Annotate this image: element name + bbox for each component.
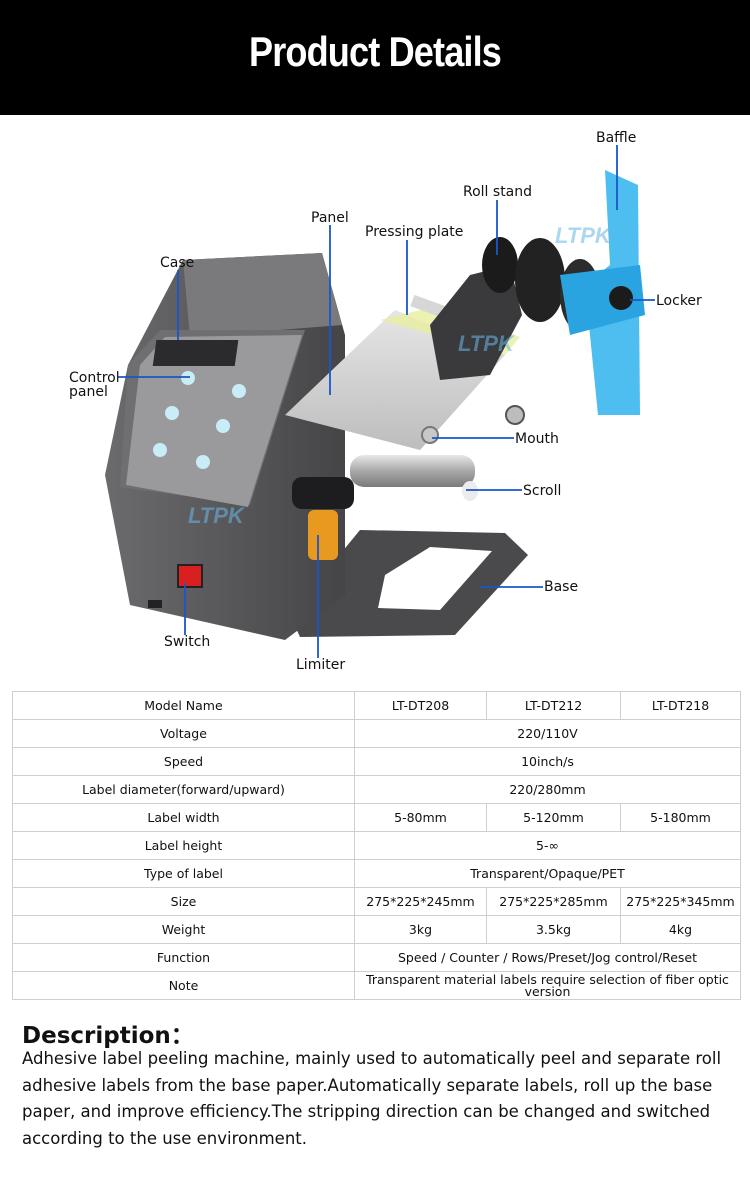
callout-panel: Panel bbox=[311, 210, 349, 226]
callout-base: Base bbox=[544, 579, 579, 595]
table-row: Size 275*225*245mm 275*225*285mm 275*225… bbox=[12, 887, 741, 916]
row-label: Note bbox=[12, 971, 355, 1000]
row-label: Label diameter(forward/upward) bbox=[12, 775, 355, 804]
header-banner: Product Details bbox=[0, 0, 750, 115]
panel-button bbox=[153, 443, 167, 457]
table-cell: 3kg bbox=[354, 915, 487, 944]
table-cell: 275*225*245mm bbox=[354, 887, 487, 916]
table-cell: 220/280mm bbox=[354, 775, 741, 804]
panel-button bbox=[165, 406, 179, 420]
power-switch bbox=[177, 564, 203, 588]
table-cell: 3.5kg bbox=[486, 915, 621, 944]
row-label: Label height bbox=[12, 831, 355, 860]
table-cell: 4kg bbox=[620, 915, 741, 944]
locker-knob bbox=[609, 286, 633, 310]
callout-baffle: Baffle bbox=[596, 130, 637, 146]
row-label: Weight bbox=[12, 915, 355, 944]
table-row: Model Name LT-DT208 LT-DT212 LT-DT218 bbox=[12, 691, 741, 720]
row-label: Label width bbox=[12, 803, 355, 832]
table-row: Voltage 220/110V bbox=[12, 719, 741, 748]
machine-case bbox=[105, 253, 345, 640]
panel-button bbox=[232, 384, 246, 398]
product-photo: LTPK LTPK LTPK bbox=[105, 145, 655, 658]
panel-button bbox=[181, 371, 195, 385]
callout-mouth: Mouth bbox=[515, 431, 559, 447]
table-row: Function Speed / Counter / Rows/Preset/J… bbox=[12, 943, 741, 972]
panel-button bbox=[196, 455, 210, 469]
control-panel bbox=[126, 335, 302, 507]
scroll-rod bbox=[350, 455, 478, 501]
description-body: Adhesive label peeling machine, mainly u… bbox=[22, 1049, 722, 1148]
table-row: Label diameter(forward/upward) 220/280mm bbox=[12, 775, 741, 804]
watermark: LTPK bbox=[458, 331, 516, 356]
table-cell: Transparent material labels require sele… bbox=[354, 971, 741, 1000]
callout-case: Case bbox=[160, 255, 195, 271]
page-title: Product Details bbox=[248, 28, 502, 75]
description-heading: Description： bbox=[22, 1023, 194, 1049]
row-label: Function bbox=[12, 943, 355, 972]
table-cell: 220/110V bbox=[354, 719, 741, 748]
callout-locker: Locker bbox=[656, 293, 702, 309]
table-row: Type of label Transparent/Opaque/PET bbox=[12, 859, 741, 888]
callout-roll-stand: Roll stand bbox=[463, 184, 533, 200]
table-row: Speed 10inch/s bbox=[12, 747, 741, 776]
table-row: Weight 3kg 3.5kg 4kg bbox=[12, 915, 741, 944]
row-label: Voltage bbox=[12, 719, 355, 748]
table-cell: 275*225*345mm bbox=[620, 887, 741, 916]
display-screen bbox=[152, 340, 239, 366]
table-cell: 5-∞ bbox=[354, 831, 741, 860]
spec-table: Model Name LT-DT208 LT-DT212 LT-DT218 Vo… bbox=[12, 691, 741, 1000]
callout-limiter: Limiter bbox=[296, 657, 346, 673]
callout-control-panel-line2: panel bbox=[69, 384, 108, 400]
callout-control-panel: Control bbox=[69, 370, 120, 386]
table-cell: Transparent/Opaque/PET bbox=[354, 859, 741, 888]
table-cell: Speed / Counter / Rows/Preset/Jog contro… bbox=[354, 943, 741, 972]
machine-base bbox=[290, 530, 528, 637]
table-cell: LT-DT212 bbox=[486, 691, 621, 720]
row-label: Speed bbox=[12, 747, 355, 776]
row-label: Model Name bbox=[12, 691, 355, 720]
table-cell: LT-DT208 bbox=[354, 691, 487, 720]
baffle bbox=[560, 170, 645, 415]
panel-button bbox=[216, 419, 230, 433]
watermark: LTPK bbox=[555, 223, 613, 248]
watermark: LTPK bbox=[188, 503, 246, 528]
callout-switch: Switch bbox=[164, 634, 211, 650]
table-cell: 5-180mm bbox=[620, 803, 741, 832]
limiter-sensor bbox=[292, 477, 354, 560]
callout-scroll: Scroll bbox=[523, 483, 562, 499]
row-label: Size bbox=[12, 887, 355, 916]
table-cell: 5-80mm bbox=[354, 803, 487, 832]
table-cell: 5-120mm bbox=[486, 803, 621, 832]
table-cell: 10inch/s bbox=[354, 747, 741, 776]
table-row: Label width 5-80mm 5-120mm 5-180mm bbox=[12, 803, 741, 832]
row-label: Type of label bbox=[12, 859, 355, 888]
callout-lines bbox=[118, 145, 655, 658]
table-row: Note Transparent material labels require… bbox=[12, 971, 741, 1000]
callout-pressing-plate: Pressing plate bbox=[365, 224, 464, 240]
table-cell: LT-DT218 bbox=[620, 691, 741, 720]
table-row: Label height 5-∞ bbox=[12, 831, 741, 860]
table-cell: 275*225*285mm bbox=[486, 887, 621, 916]
